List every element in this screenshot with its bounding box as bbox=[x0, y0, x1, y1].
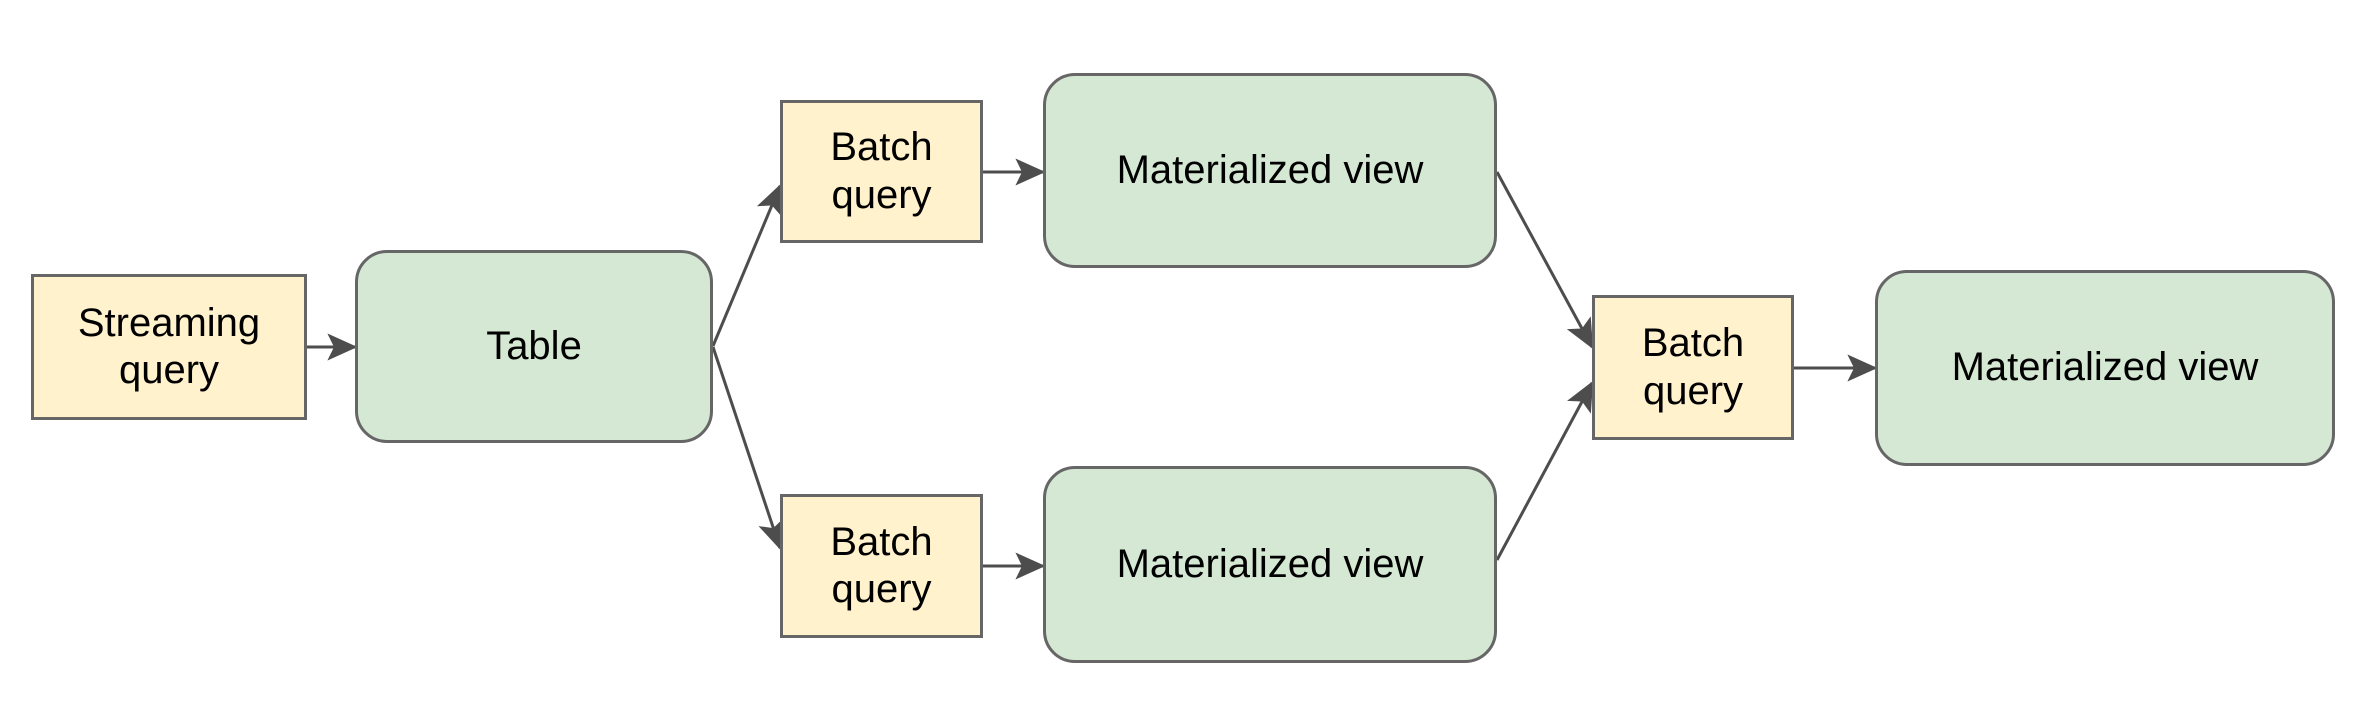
node-batch-query-top[interactable]: Batch query bbox=[780, 100, 983, 243]
node-table[interactable]: Table bbox=[355, 250, 713, 443]
node-label: Materialized view bbox=[1116, 541, 1424, 586]
node-label: Table bbox=[486, 323, 582, 368]
node-label: Batch query bbox=[830, 519, 933, 611]
edge-materialized-view-bottom-to-batch-query-middle bbox=[1495, 380, 1594, 561]
node-materialized-view-top[interactable]: Materialized view bbox=[1043, 73, 1497, 268]
node-label: Materialized view bbox=[1951, 345, 2259, 390]
node-label: Batch query bbox=[830, 125, 933, 217]
node-label: Streaming query bbox=[77, 300, 261, 392]
node-label: Batch query bbox=[1641, 321, 1745, 413]
edge-table-to-batch-query-bottom bbox=[711, 346, 785, 551]
edge-materialized-view-top-to-batch-query-middle bbox=[1495, 171, 1594, 350]
node-streaming-query[interactable]: Streaming query bbox=[31, 274, 307, 420]
node-materialized-view-right[interactable]: Materialized view bbox=[1875, 270, 2335, 466]
edge-table-to-batch-query-top bbox=[711, 183, 782, 347]
node-batch-query-middle[interactable]: Batch query bbox=[1592, 295, 1794, 440]
node-batch-query-bottom[interactable]: Batch query bbox=[780, 494, 983, 638]
node-label: Materialized view bbox=[1116, 147, 1424, 192]
node-materialized-view-bottom[interactable]: Materialized view bbox=[1043, 466, 1497, 663]
